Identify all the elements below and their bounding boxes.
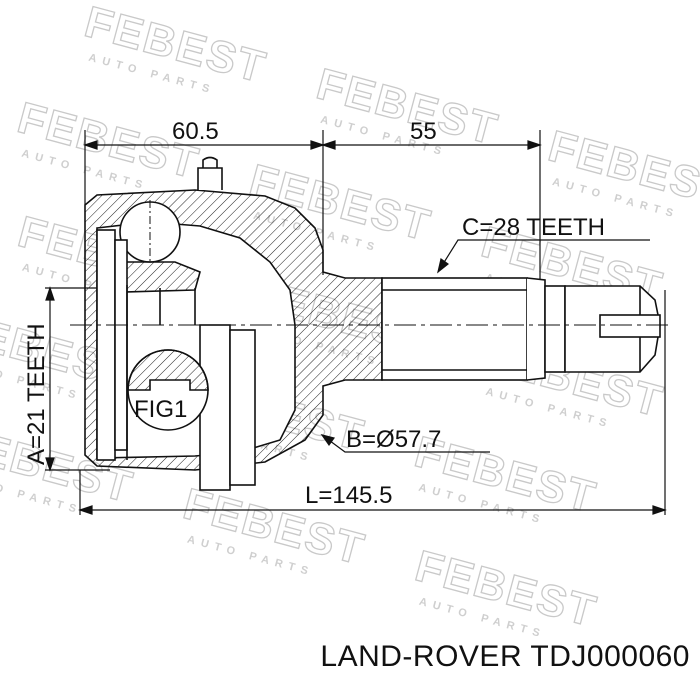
arrow-head: [527, 140, 542, 150]
dimension-labels: 60.5 55 C=28 TEETH B=Ø57.7 L=145.5 A=21 …: [23, 118, 605, 509]
arrow-head: [45, 286, 55, 301]
label-fig1: FIG1: [134, 396, 187, 423]
retaining-clip: [197, 167, 223, 190]
arrow-head: [652, 505, 667, 515]
label-diameter-b: B=Ø57.7: [346, 426, 441, 453]
part-caption: LAND-ROVER TDJ000060: [320, 640, 690, 673]
shaft-spline: [381, 277, 528, 381]
inner-hub-block: [229, 329, 256, 486]
label-spline-c: C=28 TEETH: [462, 214, 605, 241]
shaft-collar: [544, 285, 566, 373]
cotter-slot: [599, 314, 661, 338]
inner-race-strip: [114, 239, 128, 451]
arrow-head: [78, 505, 93, 515]
dim-label-55: 55: [410, 118, 437, 145]
label-length-l: L=145.5: [305, 482, 392, 509]
label-spline-a: A=21 TEETH: [23, 323, 50, 465]
arrow-head: [310, 140, 325, 150]
fig1-detail-hatch: [127, 349, 209, 391]
arrow-head: [437, 257, 449, 274]
inner-race-strip: [96, 229, 116, 461]
arrow-head: [320, 434, 336, 447]
arrow-head: [321, 140, 336, 150]
arrow-head: [83, 140, 98, 150]
retaining-clip-top: [202, 156, 218, 168]
shaft-neck: [526, 277, 546, 381]
dim-label-60-5: 60.5: [172, 118, 219, 145]
cage-section: [119, 261, 201, 293]
cv-joint-part: [84, 156, 661, 491]
arrow-head: [45, 457, 55, 472]
